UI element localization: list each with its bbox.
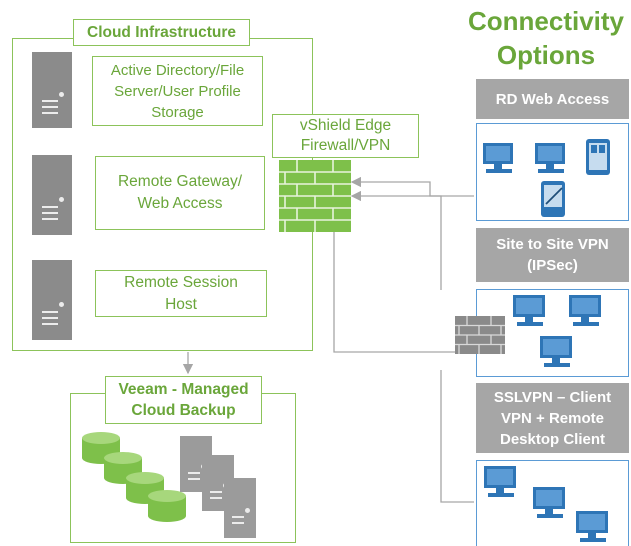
client-devices bbox=[483, 139, 610, 217]
firewall-icon bbox=[279, 160, 351, 232]
computer-icon bbox=[535, 143, 565, 173]
computer-icon bbox=[513, 295, 545, 326]
computer-icon bbox=[483, 143, 513, 173]
computer-icon bbox=[540, 336, 572, 367]
line-site-vpn-to-firewall bbox=[350, 190, 442, 290]
database-icon bbox=[148, 490, 186, 522]
pda-icon bbox=[541, 181, 565, 217]
title-line-2: Options bbox=[496, 40, 596, 70]
vpn-computers bbox=[513, 295, 601, 367]
firewall-label: vShield Edge Firewall/VPN bbox=[272, 114, 419, 158]
backup-label: Veeam - Managed Cloud Backup bbox=[105, 376, 262, 424]
firewall-icon bbox=[455, 316, 505, 354]
server-icon bbox=[32, 260, 72, 340]
server-icon bbox=[32, 155, 72, 235]
ssl-computers bbox=[484, 466, 608, 542]
server-label-remote-gateway: Remote Gateway/ Web Access bbox=[95, 156, 265, 230]
server-label-active-directory: Active Directory/File Server/User Profil… bbox=[92, 56, 263, 126]
title-line-1: Connectivity bbox=[467, 6, 625, 36]
computer-icon bbox=[533, 487, 565, 518]
cloud-infrastructure-label: Cloud Infrastructure bbox=[73, 19, 250, 46]
server-icon bbox=[224, 478, 256, 538]
line-rd-to-firewall bbox=[350, 176, 474, 197]
computer-icon bbox=[569, 295, 601, 326]
database-icons bbox=[82, 432, 186, 522]
option-header-sslvpn: SSLVPN – Client VPN + Remote Desktop Cli… bbox=[476, 383, 629, 453]
line-firewall-to-site-vpn bbox=[333, 228, 474, 353]
option-header-site-to-site-vpn: Site to Site VPN (IPSec) bbox=[476, 228, 629, 282]
computer-icon bbox=[484, 466, 516, 497]
tablet-icon bbox=[586, 139, 610, 175]
server-label-remote-session-host: Remote Session Host bbox=[95, 270, 267, 317]
server-icon bbox=[32, 52, 72, 128]
computer-icon bbox=[576, 511, 608, 542]
option-header-rd-web-access: RD Web Access bbox=[476, 79, 629, 119]
line-ssl-vpn bbox=[440, 370, 474, 503]
